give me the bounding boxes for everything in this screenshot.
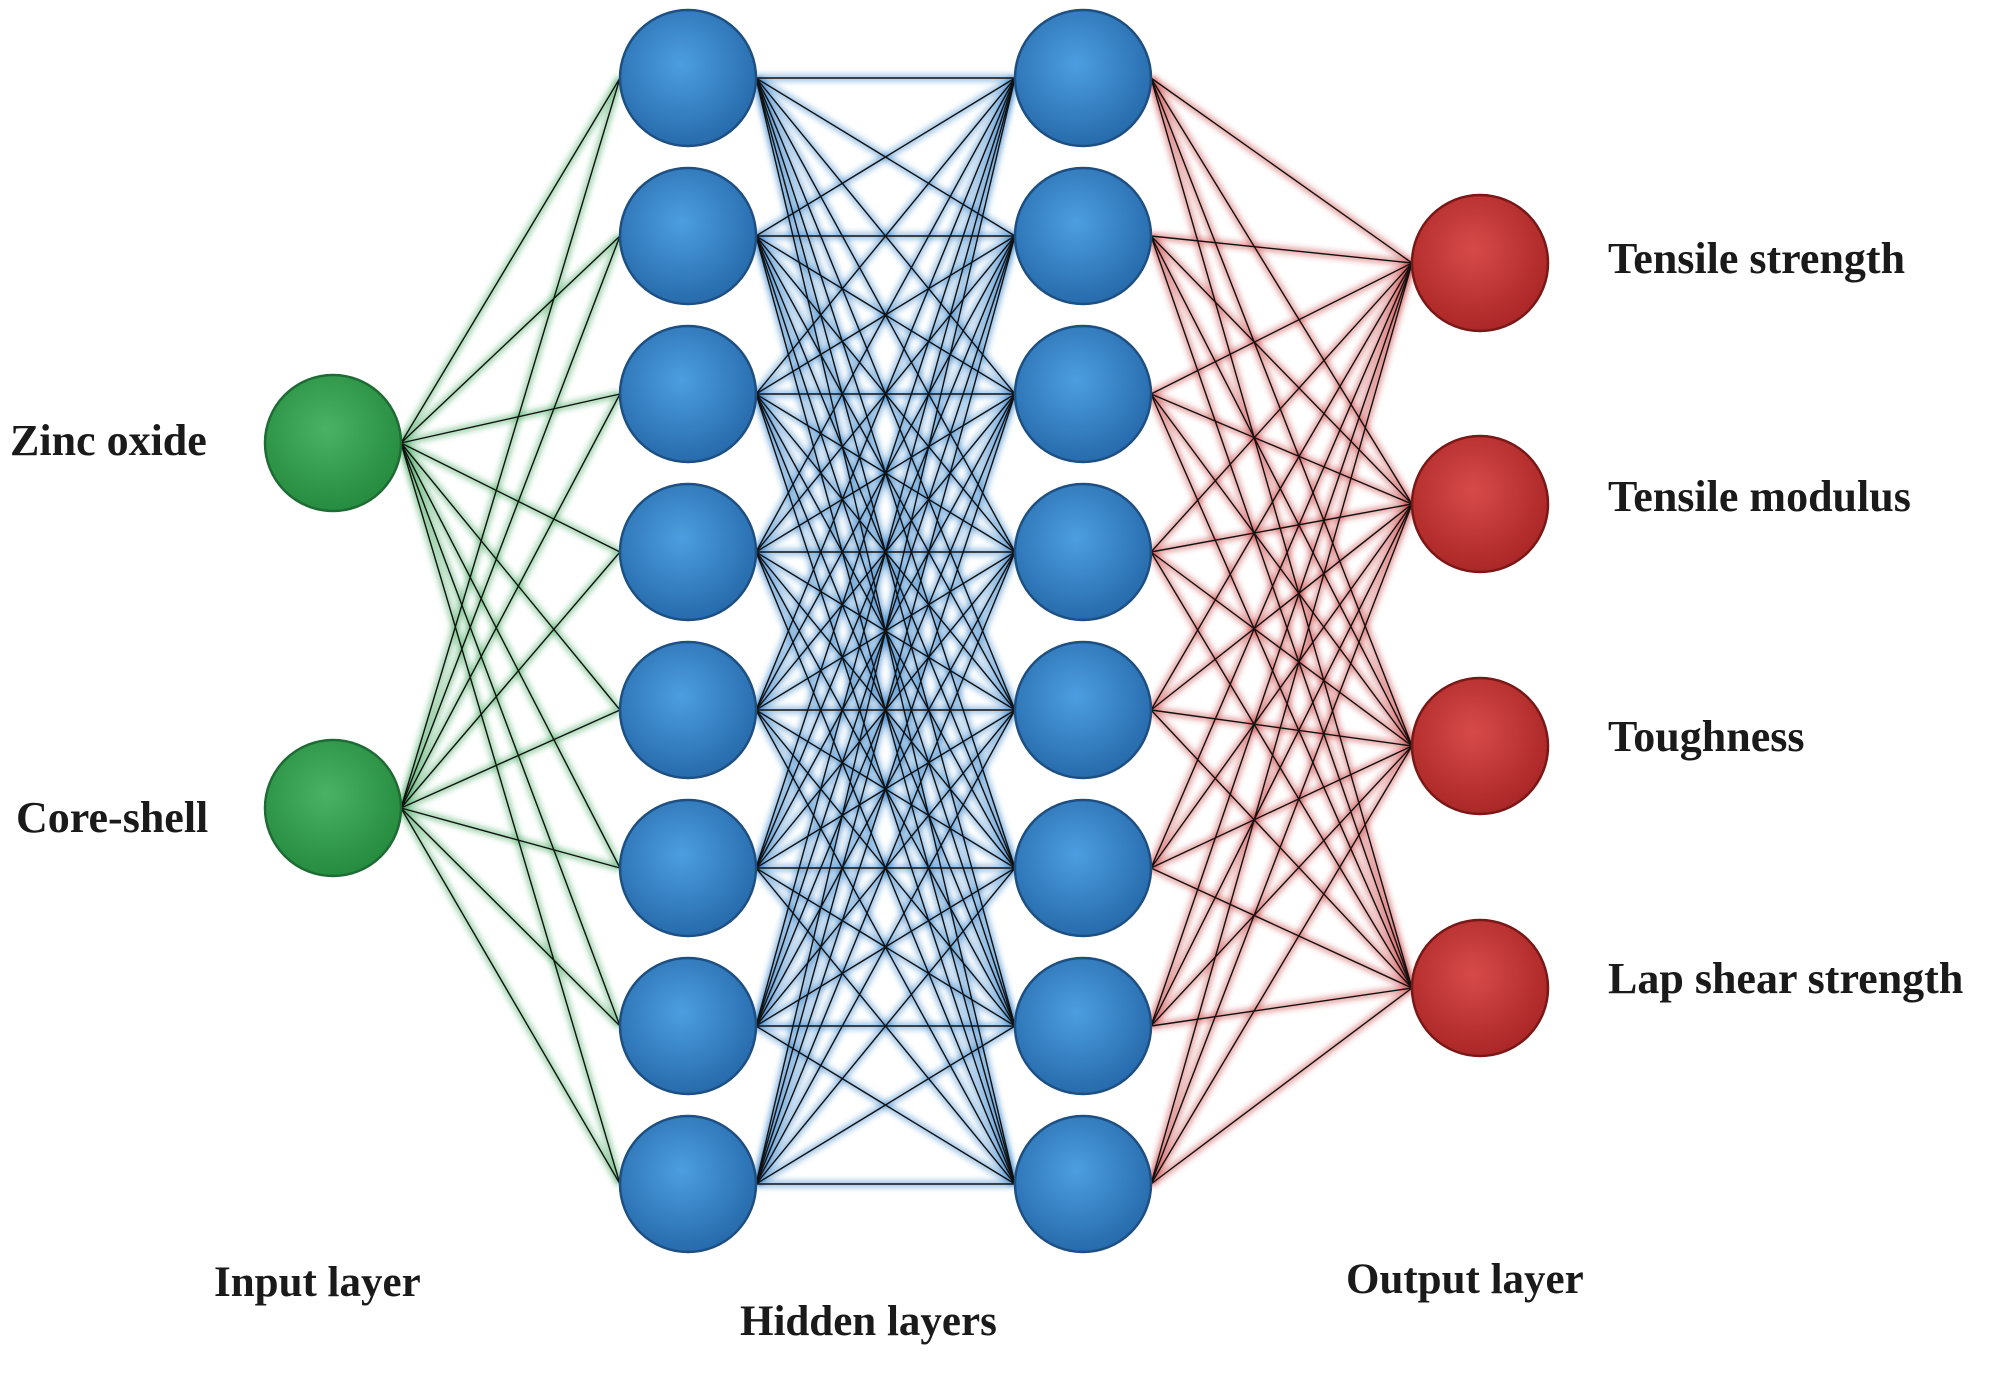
hidden-output-edge [1150, 235, 1413, 264]
output-node-tensile-strength [1410, 193, 1550, 333]
hidden-output-edge [1150, 987, 1413, 1185]
hidden-hidden-edge [755, 393, 1016, 1185]
input-hidden-edge [400, 442, 621, 711]
hidden-output-edge [1150, 503, 1413, 1027]
hidden-output-edge [1150, 503, 1413, 869]
hidden-output-edge [1150, 235, 1413, 989]
hidden-output-edge [1150, 262, 1413, 1027]
input-hidden-edge [400, 807, 621, 1027]
hidden-layers-title: Hidden layers [740, 1298, 997, 1345]
hidden2-node [1013, 166, 1153, 306]
output-label-toughness: Toughness [1608, 712, 1805, 761]
hidden-hidden-edge [755, 551, 1016, 1185]
input-hidden-edge [400, 393, 621, 809]
hidden1-node [618, 324, 758, 464]
hidden-output-edge [1150, 393, 1413, 747]
edges-lines [400, 77, 1413, 1185]
output-node-lap-shear-strength [1410, 918, 1550, 1058]
input-hidden-edge [400, 77, 621, 444]
hidden2-node [1013, 956, 1153, 1096]
hidden2-node [1013, 482, 1153, 622]
hidden1-node [618, 798, 758, 938]
input-hidden-edge [400, 807, 621, 1185]
output-label-tensile-strength: Tensile strength [1608, 234, 1905, 283]
hidden1-node [618, 640, 758, 780]
hidden1-node [618, 482, 758, 622]
input-hidden-edge [400, 442, 621, 1185]
output-label-tensile-modulus: Tensile modulus [1608, 472, 1911, 521]
hidden2-node [1013, 324, 1153, 464]
input-hidden-edge [400, 393, 621, 444]
hidden-output-edge [1150, 745, 1413, 1185]
hidden-output-edge [1150, 77, 1413, 747]
hidden-output-edge [1150, 393, 1413, 505]
output-layer-title: Output layer [1346, 1256, 1584, 1303]
hidden-output-edge [1150, 709, 1413, 747]
hidden-output-edge [1150, 262, 1413, 1185]
hidden-hidden-edge [755, 77, 1016, 1185]
hidden-hidden-edge [755, 77, 1016, 237]
hidden-output-edge [1150, 262, 1413, 869]
layer-titles: Input layer Hidden layers Output layer [214, 1256, 1584, 1345]
input-hidden-edge [400, 77, 621, 809]
hidden-layer-1 [618, 8, 758, 1254]
output-node-toughness [1410, 676, 1550, 816]
hidden-hidden-edge [755, 1025, 1016, 1185]
input-hidden-edge [400, 235, 621, 809]
hidden-hidden-edge [755, 77, 1016, 553]
hidden-layer-2 [1013, 8, 1153, 1254]
hidden-output-edge [1150, 262, 1413, 711]
hidden-output-edge [1150, 867, 1413, 989]
hidden-hidden-edge [755, 77, 1016, 1027]
input-hidden-edge [400, 709, 621, 809]
hidden2-node [1013, 8, 1153, 148]
hidden-output-edge [1150, 987, 1413, 1027]
hidden1-node [618, 956, 758, 1096]
output-node-tensile-modulus [1410, 434, 1550, 574]
hidden-output-edge [1150, 235, 1413, 505]
input-hidden-edge [400, 807, 621, 869]
input-hidden-edge [400, 442, 621, 553]
hidden-output-edge [1150, 745, 1413, 869]
hidden-output-edge [1150, 77, 1413, 989]
hidden-hidden-edge [755, 77, 1016, 869]
output-layer: Tensile strength Tensile modulus Toughne… [1410, 193, 1963, 1058]
hidden-output-edge [1150, 393, 1413, 989]
input-layer-title: Input layer [214, 1259, 421, 1306]
hidden-output-edge [1150, 551, 1413, 747]
input-hidden-edge [400, 442, 621, 1027]
input-hidden-edge [400, 235, 621, 444]
hidden-output-edge [1150, 503, 1413, 553]
hidden-output-edge [1150, 262, 1413, 553]
hidden-hidden-edge [755, 235, 1016, 1185]
hidden-output-edge [1150, 503, 1413, 711]
hidden-hidden-edge [755, 77, 1016, 395]
input-label-zinc-oxide: Zinc oxide [10, 416, 207, 465]
hidden2-node [1013, 1114, 1153, 1254]
hidden-hidden-edge [755, 77, 1016, 711]
hidden-output-edge [1150, 77, 1413, 264]
hidden-hidden-edge [755, 867, 1016, 1185]
hidden-hidden-edge [755, 709, 1016, 1185]
input-hidden-edge [400, 551, 621, 809]
hidden1-node [618, 1114, 758, 1254]
hidden-output-edge [1150, 745, 1413, 1027]
hidden-output-edge [1150, 77, 1413, 505]
hidden-output-edge [1150, 235, 1413, 747]
hidden2-node [1013, 798, 1153, 938]
input-node-zinc-oxide [263, 373, 403, 513]
input-label-core-shell: Core-shell [16, 793, 208, 842]
input-hidden-edge [400, 442, 621, 869]
hidden2-node [1013, 640, 1153, 780]
input-layer: Zinc oxide Core-shell [10, 373, 403, 878]
hidden1-node [618, 166, 758, 306]
hidden-output-edge [1150, 551, 1413, 989]
hidden-output-edge [1150, 503, 1413, 1185]
hidden-output-edge [1150, 262, 1413, 395]
output-label-lap-shear-strength: Lap shear strength [1608, 954, 1963, 1003]
hidden1-node [618, 8, 758, 148]
input-node-core-shell [263, 738, 403, 878]
hidden-output-edge [1150, 709, 1413, 989]
